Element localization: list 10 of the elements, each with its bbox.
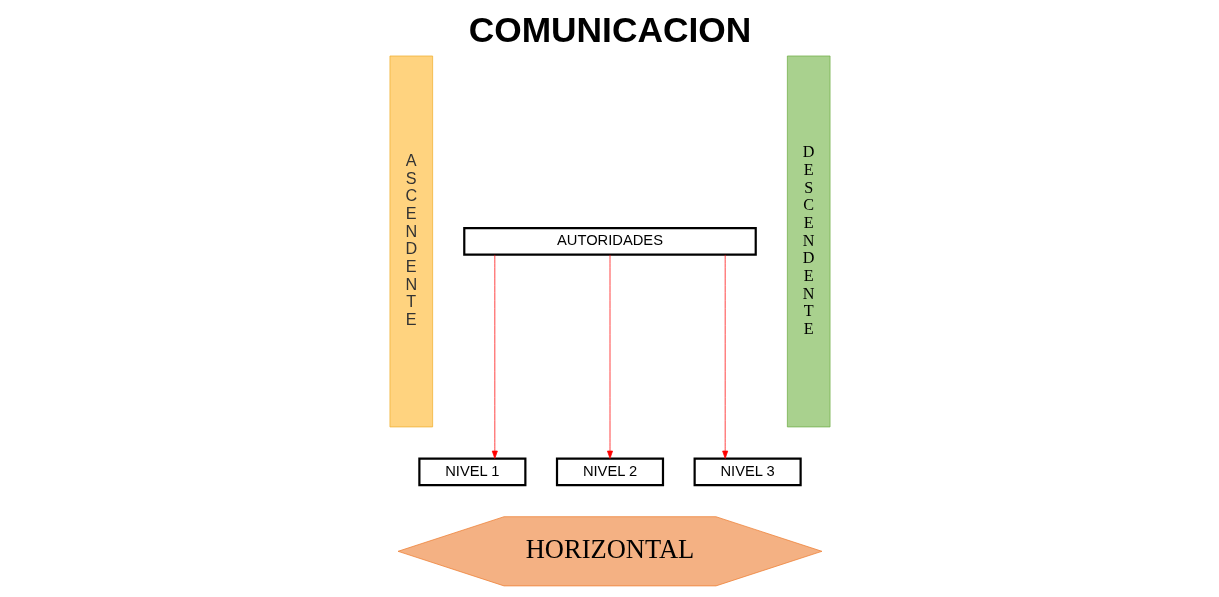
arrow (606, 254, 613, 459)
node-box: NIVEL 1 (417, 457, 526, 487)
node-box: D E S C E N D E N T E (786, 55, 830, 428)
node-box: NIVEL 3 (693, 457, 802, 487)
arrow (721, 254, 728, 459)
diagram-title: COMUNICACION (468, 9, 751, 49)
node-box: AUTORIDADES (462, 227, 757, 256)
node-box: NIVEL 2 (555, 457, 664, 487)
arrow (491, 254, 498, 459)
node-box: A S C E N D E N T E (389, 55, 433, 428)
